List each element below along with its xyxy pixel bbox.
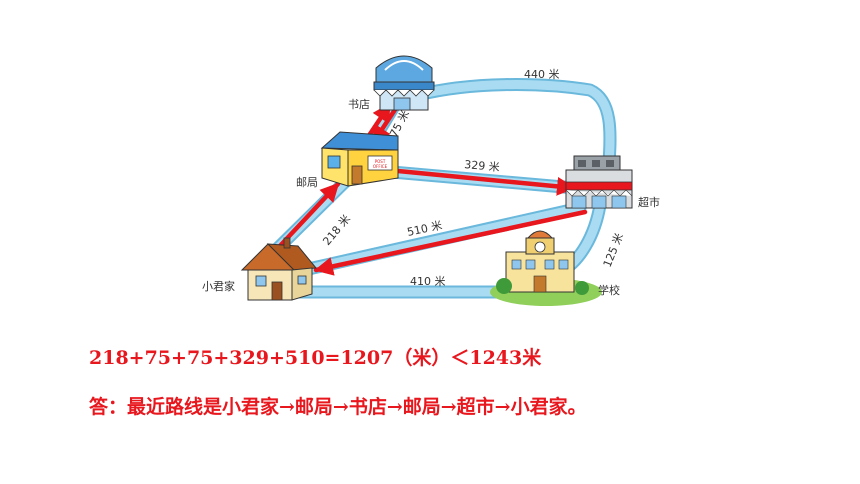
supermarket-building [565,155,633,209]
arrow-supermarket-to-home [313,209,588,276]
label-post-office: 邮局 [296,176,318,189]
post-sign-line-2: OFFICE [373,164,388,169]
label-bookstore: 书店 [348,97,370,111]
label-home: 小君家 [202,279,235,293]
arrow-post-to-supermarket [395,168,577,196]
distance-supermarket-school: 125 米 [601,231,626,269]
post-sign-line-1: POST [375,159,386,164]
label-school: 学校 [598,283,620,297]
distance-home-post: 218 米 [320,212,353,248]
bookstore-building [373,55,435,111]
school-building [490,230,602,306]
route-map: POST OFFICE [202,55,660,306]
distance-post-supermarket: 329 米 [464,158,500,174]
calculation-line: 218+75+75+329+510=1207（米）＜1243米 [89,347,542,369]
home-building [240,237,317,301]
distance-home-school: 410 米 [410,275,446,288]
answer-line: 答：最近路线是小君家→邮局→书店→邮局→超市→小君家。 [89,396,587,418]
arrow-home-to-post [275,181,341,251]
post-office-building: POST OFFICE [320,131,399,187]
distance-bookstore-supermarket: 440 米 [524,68,560,81]
label-supermarket: 超市 [638,195,660,209]
